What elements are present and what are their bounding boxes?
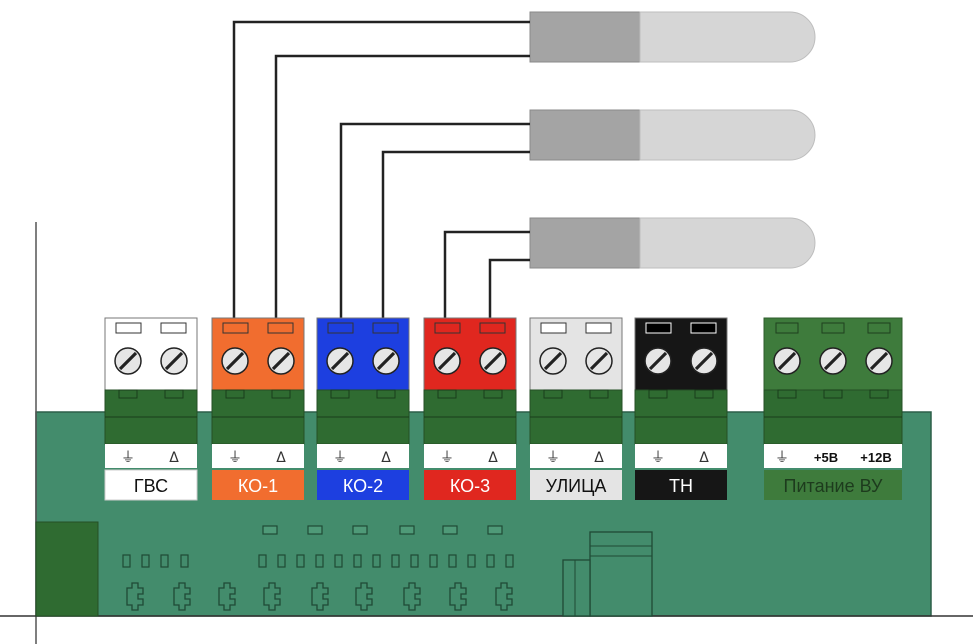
board-clip [126, 582, 144, 611]
board-pin [296, 554, 305, 568]
terminal-ko3: ⏚ Δ КО-3 [423, 317, 517, 500]
terminal-label-tn: ТН [669, 476, 693, 496]
board-pin [122, 554, 131, 568]
board-pin [277, 554, 286, 568]
board-pin [258, 554, 267, 568]
screw-ko1-2 [267, 347, 295, 375]
screw-tn-2 [690, 347, 718, 375]
power-terminal: ⏚ +5В +12В Питание ВУ [763, 317, 903, 500]
delta-mark: Δ [169, 450, 179, 466]
board-pin [505, 554, 514, 568]
board-clip [173, 582, 191, 611]
plus5v-mark: +5В [814, 450, 838, 465]
terminal-ulitsa: ⏚ Δ УЛИЦА [529, 317, 623, 500]
board-clip [403, 582, 421, 611]
terminal-label-ulitsa: УЛИЦА [546, 476, 607, 496]
ground-mark: ⏚ [651, 450, 665, 466]
board-pin [448, 554, 457, 568]
wire-ko1-b [274, 54, 530, 324]
screw-ulitsa-1 [539, 347, 567, 375]
temperature-probe-3 [529, 217, 816, 269]
board-pin [372, 554, 381, 568]
power-label: Питание ВУ [784, 476, 883, 496]
wire-ko3-a [443, 230, 530, 324]
board-clip [355, 582, 373, 611]
board-led [442, 525, 458, 535]
temperature-probe-2 [529, 109, 816, 161]
delta-mark: Δ [276, 450, 286, 466]
board-pin [467, 554, 476, 568]
delta-mark: Δ [699, 450, 709, 466]
screw-power-2 [819, 347, 847, 375]
screw-gvs-2 [160, 347, 188, 375]
screw-ulitsa-2 [585, 347, 613, 375]
screw-ko3-1 [433, 347, 461, 375]
board-led [262, 525, 278, 535]
board-pin [180, 554, 189, 568]
probe-wires [232, 20, 530, 324]
ground-mark: ⏚ [121, 450, 135, 466]
board-clip [495, 582, 513, 611]
screw-power-3 [865, 347, 893, 375]
wire-ko3-b [488, 258, 530, 324]
delta-mark: Δ [488, 450, 498, 466]
terminal-ko2: ⏚ Δ КО-2 [316, 317, 410, 500]
terminal-label-gvs: ГВС [134, 476, 168, 496]
plus12v-mark: +12В [860, 450, 891, 465]
screw-gvs-1 [114, 347, 142, 375]
ground-mark: ⏚ [546, 450, 560, 466]
temperature-probe-1 [529, 11, 816, 63]
screw-ko2-1 [326, 347, 354, 375]
board-pin [391, 554, 400, 568]
board-led [487, 525, 503, 535]
ground-mark: ⏚ [333, 450, 347, 466]
board-pin [429, 554, 438, 568]
wire-ko2-b [381, 150, 530, 324]
board-led [399, 525, 415, 535]
wire-ko1-a [232, 20, 530, 324]
ground-mark: ⏚ [775, 450, 789, 466]
terminal-tn: ⏚ Δ ТН [634, 317, 728, 500]
board-clip [311, 582, 329, 611]
delta-mark: Δ [381, 450, 391, 466]
side-connector [35, 521, 99, 617]
board-clip [218, 582, 236, 611]
terminal-ko1: ⏚ Δ КО-1 [211, 317, 305, 500]
board-pin [486, 554, 495, 568]
terminal-label-ko2: КО-2 [343, 476, 383, 496]
screw-ko2-2 [372, 347, 400, 375]
board-components [122, 525, 653, 617]
screw-power-1 [773, 347, 801, 375]
terminal-label-ko1: КО-1 [238, 476, 278, 496]
board-pin [410, 554, 419, 568]
board-pin [160, 554, 169, 568]
board-clip [449, 582, 467, 611]
screw-ko3-2 [479, 347, 507, 375]
board-clip [263, 582, 281, 611]
board-pin [141, 554, 150, 568]
board-pin [353, 554, 362, 568]
board-pin [315, 554, 324, 568]
board-led [352, 525, 368, 535]
board-pin [334, 554, 343, 568]
screw-ko1-1 [221, 347, 249, 375]
screw-tn-1 [644, 347, 672, 375]
wire-ko2-a [339, 122, 530, 324]
ground-mark: ⏚ [440, 450, 454, 466]
board-relay [589, 531, 653, 617]
board-led [307, 525, 323, 535]
ground-mark: ⏚ [228, 450, 242, 466]
delta-mark: Δ [594, 450, 604, 466]
terminal-label-ko3: КО-3 [450, 476, 490, 496]
